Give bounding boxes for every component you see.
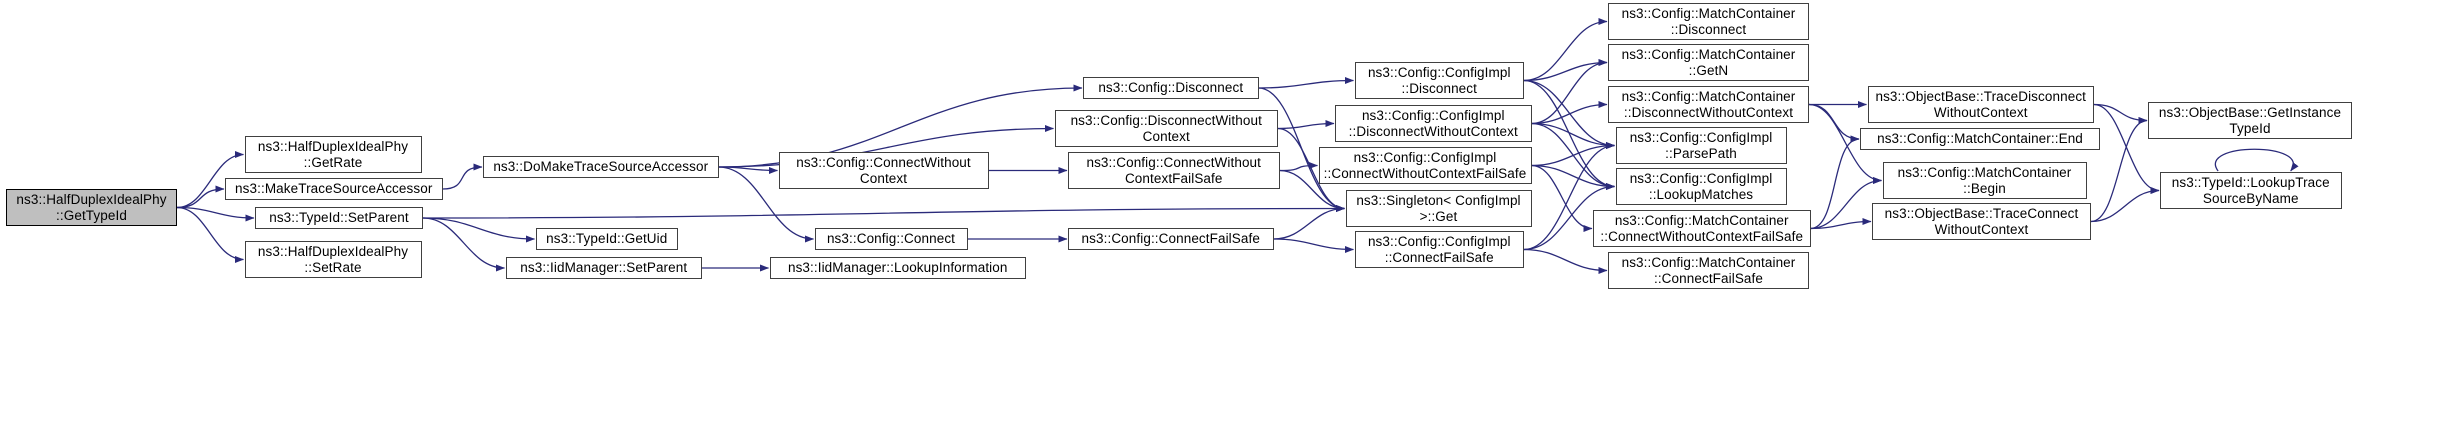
graph-edge-n0-to-n4: [176, 206, 244, 263]
graph-edge-n3-to-n7: [422, 217, 505, 272]
graph-node-n1[interactable]: ns3::HalfDuplexIdealPhy ::GetRate: [244, 136, 422, 173]
graph-node-label: ns3::Singleton< ConfigImpl >::Get: [1356, 193, 1521, 224]
graph-edge-n17-to-n24: [1531, 164, 1615, 190]
graph-node-label: ns3::Config::ConfigImpl ::ConnectFailSaf…: [1367, 234, 1511, 265]
graph-node-n12[interactable]: ns3::Config::DisconnectWithout Context: [1054, 110, 1278, 147]
graph-edge-n16-to-n22: [1531, 101, 1608, 125]
graph-edge-n19-to-n26: [1523, 248, 1608, 274]
graph-node-n32[interactable]: ns3::TypeId::LookupTrace SourceByName: [2160, 172, 2342, 209]
graph-edge-n15-to-n24: [1523, 79, 1615, 190]
graph-node-label: ns3::Config::ConfigImpl ::DisconnectWith…: [1348, 108, 1518, 139]
graph-node-n6[interactable]: ns3::TypeId::GetUid: [535, 228, 678, 250]
graph-edge-n5-to-n8: [718, 166, 778, 174]
graph-node-n8[interactable]: ns3::Config::ConnectWithout Context: [778, 152, 989, 189]
graph-edge-n25-to-n28: [1810, 135, 1860, 230]
graph-edge-n0-to-n3: [176, 206, 255, 222]
graph-edge-n17-to-n25: [1531, 164, 1593, 232]
graph-edge-n11-to-n15: [1258, 77, 1354, 89]
graph-node-label: ns3::Config::ConfigImpl ::LookupMatches: [1629, 171, 1773, 202]
graph-node-label: ns3::Config::MatchContainer ::Disconnect…: [1621, 89, 1796, 120]
graph-node-label: ns3::Config::DisconnectWithout Context: [1070, 113, 1262, 144]
graph-edge-n12-to-n16: [1277, 120, 1335, 130]
graph-edge-n25-to-n29: [1810, 177, 1882, 230]
graph-node-n24[interactable]: ns3::Config::ConfigImpl ::LookupMatches: [1615, 168, 1787, 205]
graph-node-n25[interactable]: ns3::Config::MatchContainer ::ConnectWit…: [1593, 210, 1811, 247]
graph-node-n11[interactable]: ns3::Config::Disconnect: [1083, 77, 1259, 99]
graph-node-label: ns3::Config::ConnectWithout Context: [796, 155, 971, 186]
graph-node-label: ns3::MakeTraceSourceAccessor: [235, 181, 433, 197]
graph-node-n9[interactable]: ns3::Config::Connect: [814, 228, 968, 250]
graph-node-n22[interactable]: ns3::Config::MatchContainer ::Disconnect…: [1608, 86, 1809, 123]
graph-node-label: ns3::ObjectBase::GetInstance TypeId: [2158, 105, 2342, 136]
graph-node-label: ns3::Config::ConnectWithout ContextFailS…: [1086, 155, 1262, 186]
graph-node-n27[interactable]: ns3::ObjectBase::TraceDisconnect Without…: [1867, 86, 2094, 123]
graph-node-n26[interactable]: ns3::Config::MatchContainer ::ConnectFai…: [1608, 252, 1809, 289]
graph-node-label: ns3::Config::ConnectFailSafe: [1081, 231, 1260, 247]
graph-node-n5[interactable]: ns3::DoMakeTraceSourceAccessor: [483, 156, 719, 178]
graph-edge-n15-to-n20: [1523, 18, 1608, 82]
graph-node-n4[interactable]: ns3::HalfDuplexIdealPhy ::SetRate: [244, 241, 422, 278]
graph-node-n17[interactable]: ns3::Config::ConfigImpl ::ConnectWithout…: [1318, 147, 1532, 184]
graph-node-label: ns3::Config::MatchContainer ::Begin: [1897, 165, 2072, 196]
graph-node-n28[interactable]: ns3::Config::MatchContainer::End: [1860, 128, 2100, 150]
graph-node-n29[interactable]: ns3::Config::MatchContainer ::Begin: [1882, 162, 2087, 199]
graph-node-n7[interactable]: ns3::IidManager::SetParent: [505, 257, 702, 279]
graph-node-label: ns3::Config::MatchContainer ::ConnectWit…: [1600, 213, 1804, 244]
graph-node-n13[interactable]: ns3::Config::ConnectWithout ContextFailS…: [1068, 152, 1280, 189]
graph-edge-n14-to-n19: [1273, 238, 1354, 253]
graph-edge-n3-to-n6: [422, 217, 535, 243]
graph-edge-n32-to-n32: [2214, 148, 2299, 172]
graph-node-label: ns3::TypeId::LookupTrace SourceByName: [2171, 175, 2330, 206]
graph-node-n10[interactable]: ns3::IidManager::LookupInformation: [769, 257, 1026, 279]
graph-node-label: ns3::Config::MatchContainer ::ConnectFai…: [1621, 255, 1796, 286]
graph-node-label: ns3::HalfDuplexIdealPhy ::SetRate: [257, 244, 409, 275]
graph-node-n21[interactable]: ns3::Config::MatchContainer ::GetN: [1608, 44, 1809, 81]
graph-edge-n0-to-n2: [176, 185, 225, 209]
graph-node-label: ns3::TypeId::GetUid: [546, 231, 668, 247]
graph-node-n2[interactable]: ns3::MakeTraceSourceAccessor: [225, 178, 443, 200]
graph-edge-n25-to-n30: [1810, 218, 1872, 230]
graph-node-label: ns3::Config::ConfigImpl ::Disconnect: [1367, 65, 1511, 96]
graph-edge-n15-to-n23: [1523, 79, 1615, 149]
graph-node-label: ns3::Config::MatchContainer::End: [1877, 131, 2083, 147]
graph-node-n0[interactable]: ns3::HalfDuplexIdealPhy ::GetTypeId: [6, 189, 177, 226]
graph-edge-n16-to-n21: [1531, 59, 1608, 125]
graph-node-n14[interactable]: ns3::Config::ConnectFailSafe: [1068, 228, 1274, 250]
graph-node-label: ns3::Config::Connect: [826, 231, 956, 247]
graph-edge-n17-to-n23: [1531, 142, 1615, 167]
graph-edge-n3-to-n18: [422, 205, 1345, 219]
graph-node-label: ns3::DoMakeTraceSourceAccessor: [493, 159, 709, 175]
graph-node-label: ns3::Config::MatchContainer ::GetN: [1621, 47, 1796, 78]
graph-node-label: ns3::ObjectBase::TraceConnect WithoutCon…: [1884, 206, 2079, 237]
graph-node-label: ns3::TypeId::SetParent: [269, 210, 409, 226]
graph-node-label: ns3::IidManager::LookupInformation: [787, 260, 1008, 276]
graph-node-label: ns3::HalfDuplexIdealPhy ::GetTypeId: [16, 192, 167, 223]
graph-edge-n16-to-n24: [1531, 122, 1615, 190]
graph-node-n15[interactable]: ns3::Config::ConfigImpl ::Disconnect: [1354, 62, 1524, 99]
graph-node-label: ns3::IidManager::SetParent: [520, 260, 688, 276]
graph-edge-n30-to-n32: [2090, 187, 2160, 223]
graph-node-n23[interactable]: ns3::Config::ConfigImpl ::ParsePath: [1615, 127, 1787, 164]
graph-node-n18[interactable]: ns3::Singleton< ConfigImpl >::Get: [1345, 190, 1532, 227]
graph-node-label: ns3::ObjectBase::TraceDisconnect Without…: [1875, 89, 2087, 120]
graph-node-n30[interactable]: ns3::ObjectBase::TraceConnect WithoutCon…: [1872, 203, 2091, 240]
graph-node-label: ns3::Config::ConfigImpl ::ConnectWithout…: [1323, 150, 1527, 181]
graph-edge-n14-to-n18: [1273, 205, 1345, 240]
graph-node-n20[interactable]: ns3::Config::MatchContainer ::Disconnect: [1608, 3, 1809, 40]
graph-node-n3[interactable]: ns3::TypeId::SetParent: [255, 207, 423, 229]
graph-edge-n13-to-n17: [1279, 162, 1318, 172]
graph-edge-n27-to-n31: [2093, 103, 2148, 124]
graph-node-n19[interactable]: ns3::Config::ConfigImpl ::ConnectFailSaf…: [1354, 231, 1524, 268]
graph-node-label: ns3::Config::MatchContainer ::Disconnect: [1621, 6, 1796, 37]
graph-node-label: ns3::HalfDuplexIdealPhy ::GetRate: [257, 139, 409, 170]
graph-node-n16[interactable]: ns3::Config::ConfigImpl ::DisconnectWith…: [1335, 105, 1532, 142]
graph-edge-n2-to-n5: [442, 163, 483, 190]
graph-node-label: ns3::Config::ConfigImpl ::ParsePath: [1629, 130, 1773, 161]
graph-edge-n15-to-n21: [1523, 59, 1608, 82]
graph-node-label: ns3::Config::Disconnect: [1098, 80, 1244, 96]
graph-node-n31[interactable]: ns3::ObjectBase::GetInstance TypeId: [2148, 102, 2352, 139]
graph-edge-n22-to-n28: [1808, 103, 1860, 143]
graph-edge-n16-to-n23: [1531, 122, 1615, 149]
